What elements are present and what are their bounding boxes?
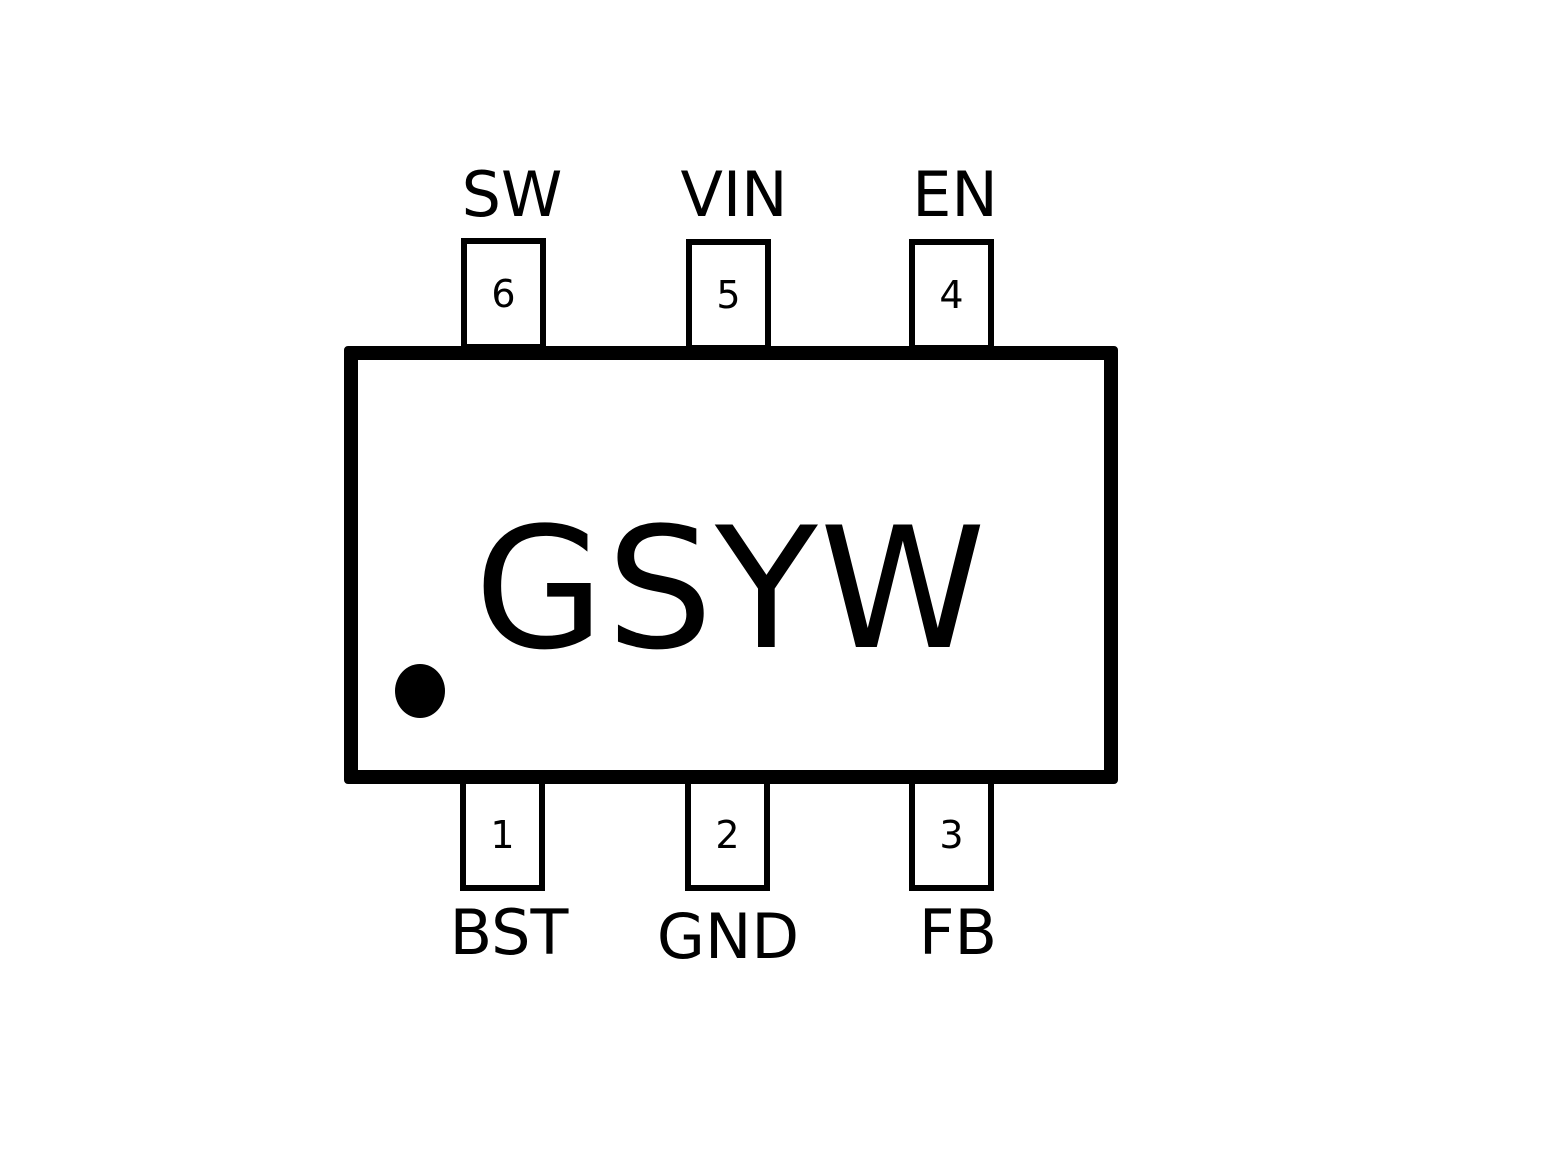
pin-1: 1 xyxy=(460,778,545,891)
pin-3-name: FB xyxy=(918,896,998,969)
pin-5-number: 5 xyxy=(716,273,741,317)
pin1-indicator-dot xyxy=(395,664,445,718)
ic-body: GSYW xyxy=(344,346,1118,784)
pin-6-number: 6 xyxy=(491,272,516,316)
package-marking: GSYW xyxy=(474,491,988,687)
pin-4: 4 xyxy=(909,239,994,351)
pin-1-name: BST xyxy=(449,896,569,969)
pin-4-number: 4 xyxy=(939,273,964,317)
pin-4-name: EN xyxy=(912,158,998,231)
pin-6: 6 xyxy=(461,238,546,350)
pin-2-name: GND xyxy=(656,900,800,973)
pin-1-number: 1 xyxy=(490,812,515,857)
pin-3-number: 3 xyxy=(939,812,964,857)
pin-6-name: SW xyxy=(461,158,563,231)
pin-5-name: VIN xyxy=(680,158,788,231)
pin-2-number: 2 xyxy=(715,812,740,857)
pin-3: 3 xyxy=(909,778,994,891)
pin-5: 5 xyxy=(686,239,771,351)
pin-2: 2 xyxy=(685,778,770,891)
